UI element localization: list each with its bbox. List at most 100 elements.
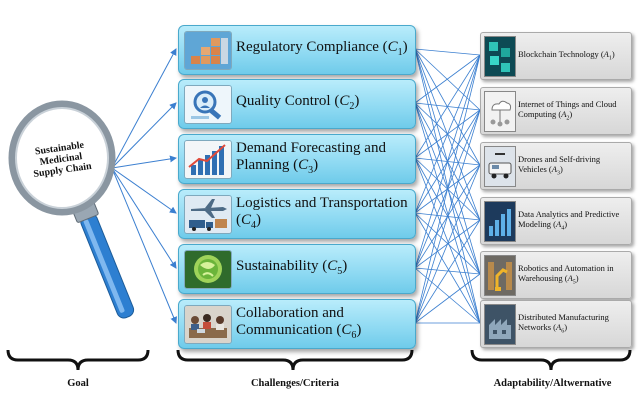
alternative-symbol: A — [556, 321, 562, 332]
criterion-close: ) — [354, 93, 360, 109]
criterion-label: Regulatory Compliance ( — [236, 39, 388, 55]
criterion-index: 3 — [308, 164, 314, 176]
criterion-label: Sustainability ( — [236, 258, 328, 274]
alternative-index: 4 — [561, 225, 565, 232]
criterion-box-c2: Quality Control (C2) — [178, 79, 416, 129]
blockchain-icon — [484, 36, 516, 77]
criterion-alternative-link — [414, 54, 481, 104]
collaboration-meeting-icon — [184, 305, 232, 344]
criterion-alternative-link — [414, 273, 481, 324]
alternative-box-a2: Internet of Things and Cloud Computing (… — [480, 87, 632, 135]
alternative-box-a1: Blockchain Technology (A1) — [480, 32, 632, 80]
criterion-box-c3: Demand Forecasting and Planning (C3) — [178, 134, 416, 184]
alternative-symbol: A — [556, 218, 562, 229]
criterion-index: 2 — [349, 101, 355, 112]
criterion-symbol: C — [341, 321, 352, 338]
drone-vehicle-icon — [484, 146, 516, 187]
criterion-alternative-link — [414, 54, 481, 324]
criterion-close: ) — [313, 156, 319, 173]
sustainability-globe-icon — [184, 250, 232, 289]
alternative-index: 5 — [572, 279, 576, 286]
alternative-index: 6 — [561, 328, 565, 335]
criterion-alternative-link — [414, 109, 481, 324]
criterion-symbol: C — [339, 93, 350, 109]
criterion-label: Logistics and Transportation ( — [236, 194, 408, 228]
criterion-alternative-link — [414, 54, 481, 269]
alternative-symbol: A — [561, 108, 567, 119]
goal-criterion-arrow — [111, 167, 177, 214]
goal-brace — [6, 349, 150, 371]
alternative-symbol: A — [603, 48, 609, 59]
criterion-box-c6: Collaboration and Communication (C6) — [178, 299, 416, 349]
alternative-box-a5: Robotics and Automation in Warehousing (… — [480, 251, 632, 299]
criterion-alternative-link — [414, 54, 481, 159]
criterion-alternative-link — [414, 219, 481, 324]
criterion-alternative-link — [414, 212, 481, 324]
alternative-index: 1 — [608, 55, 612, 62]
forecast-chart-icon — [184, 140, 232, 179]
criterion-box-c5: Sustainability (C5) — [178, 244, 416, 294]
compliance-blocks-icon — [184, 31, 232, 70]
criterion-alternative-link — [414, 164, 481, 324]
criterion-index: 1 — [397, 47, 403, 58]
data-analytics-icon — [484, 201, 516, 242]
goal-criteria-arrows — [111, 48, 177, 324]
alternative-label: Data Analytics and Predictive Modeling ( — [518, 208, 620, 229]
criterion-close: ) — [256, 211, 262, 228]
goal-criterion-arrow — [111, 102, 177, 169]
criterion-alternative-link — [414, 54, 481, 214]
criterion-index: 6 — [351, 329, 357, 341]
alternative-close: ) — [611, 48, 615, 59]
goal-criterion-arrow — [111, 167, 177, 269]
alternative-box-a3: Drones and Self-driving Vehicles (A3) — [480, 142, 632, 190]
alternative-index: 3 — [556, 170, 560, 177]
alternative-box-a6: Distributed Manufacturing Networks (A6) — [480, 300, 632, 348]
criterion-label: Collaboration and Communication ( — [236, 304, 344, 338]
alternative-close: ) — [569, 108, 573, 119]
criterion-alternative-link — [414, 102, 481, 324]
criterion-label: Quality Control ( — [236, 93, 340, 109]
goal-caption: Goal — [67, 378, 89, 389]
alternative-symbol: A — [551, 163, 557, 174]
criterion-alternative-link — [414, 267, 481, 324]
goal-criterion-arrow — [111, 48, 177, 169]
magnifier-icon — [8, 100, 135, 319]
criteria-caption: Challenges/Criteria — [250, 378, 340, 389]
criterion-alternative-link — [414, 157, 481, 324]
alternative-close: ) — [564, 321, 568, 332]
alternatives-caption: Adaptability/Altwernative — [493, 378, 612, 389]
criterion-close: ) — [342, 258, 348, 274]
criterion-index: 5 — [337, 266, 343, 277]
criterion-alternative-link — [414, 48, 481, 56]
alternative-label: Internet of Things and Cloud Computing ( — [518, 98, 617, 119]
alternative-symbol: A — [567, 272, 573, 283]
robotics-warehouse-icon — [484, 255, 516, 296]
alternative-box-a4: Data Analytics and Predictive Modeling (… — [480, 197, 632, 245]
manufacturing-network-icon — [484, 304, 516, 345]
iot-cloud-icon — [484, 91, 516, 132]
criteria-alternative-links — [414, 48, 481, 324]
alternative-index: 2 — [566, 115, 570, 122]
goal-criterion-arrow — [111, 167, 177, 324]
alternative-label: Robotics and Automation in Warehousing ( — [518, 262, 614, 283]
alternative-close: ) — [559, 163, 563, 174]
criterion-symbol: C — [327, 258, 338, 274]
goal-criterion-arrow — [111, 155, 177, 169]
alternative-label: Distributed Manufacturing Networks ( — [518, 311, 609, 332]
criteria-brace — [176, 349, 414, 371]
criterion-close: ) — [402, 39, 408, 55]
alternative-close: ) — [564, 218, 568, 229]
criterion-box-c4: Logistics and Transportation (C4) — [178, 189, 416, 239]
alternative-label: Drones and Self-driving Vehicles ( — [518, 153, 601, 174]
alternatives-brace — [470, 349, 632, 371]
criterion-index: 4 — [251, 219, 257, 231]
criterion-box-c1: Regulatory Compliance (C1) — [178, 25, 416, 75]
criterion-symbol: C — [298, 156, 309, 173]
alternative-close: ) — [575, 272, 579, 283]
alternative-label: Blockchain Technology ( — [518, 48, 604, 59]
criterion-symbol: C — [241, 211, 252, 228]
logistics-plane-icon — [184, 195, 232, 234]
criterion-symbol: C — [387, 39, 398, 55]
